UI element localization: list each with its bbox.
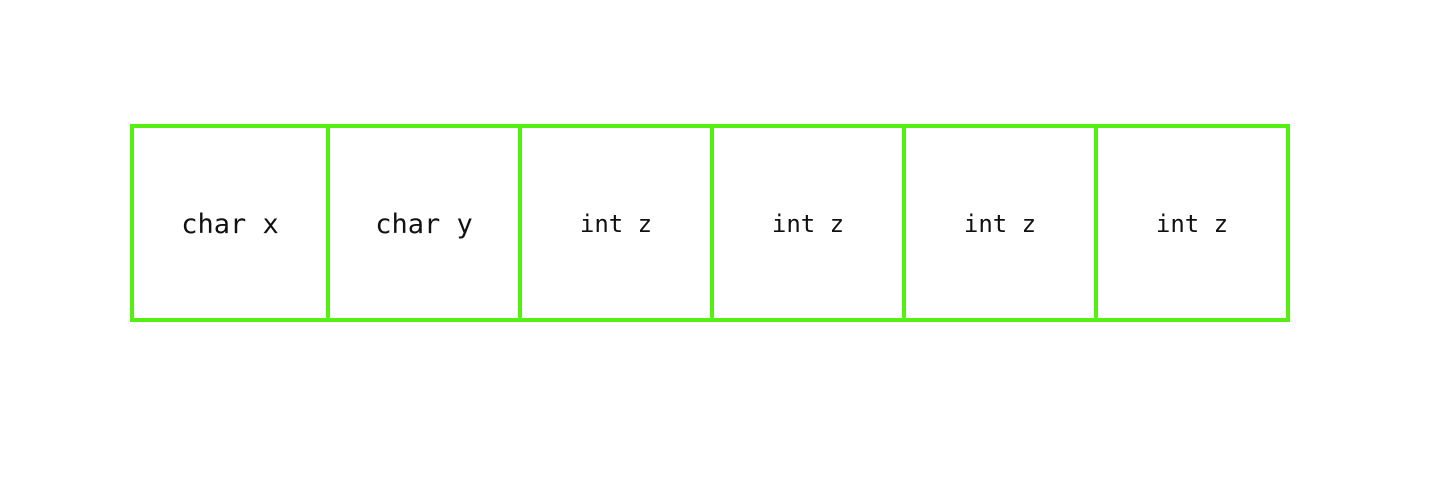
memory-cell-char-x: char x (130, 124, 330, 322)
cell-label: char y (375, 208, 473, 240)
cell-label: int z (963, 210, 1037, 238)
memory-layout-row: char x char y int z int z int z int z (130, 124, 1290, 322)
cell-label: int z (1155, 210, 1229, 238)
memory-cell-int-z-2: int z (710, 124, 906, 322)
memory-cell-int-z-1: int z (518, 124, 714, 322)
memory-cell-int-z-3: int z (902, 124, 1098, 322)
cell-label: int z (579, 210, 653, 238)
cell-label: char x (181, 208, 279, 240)
memory-cell-char-y: char y (326, 124, 522, 322)
memory-cell-int-z-4: int z (1094, 124, 1290, 322)
cell-label: int z (771, 210, 845, 238)
